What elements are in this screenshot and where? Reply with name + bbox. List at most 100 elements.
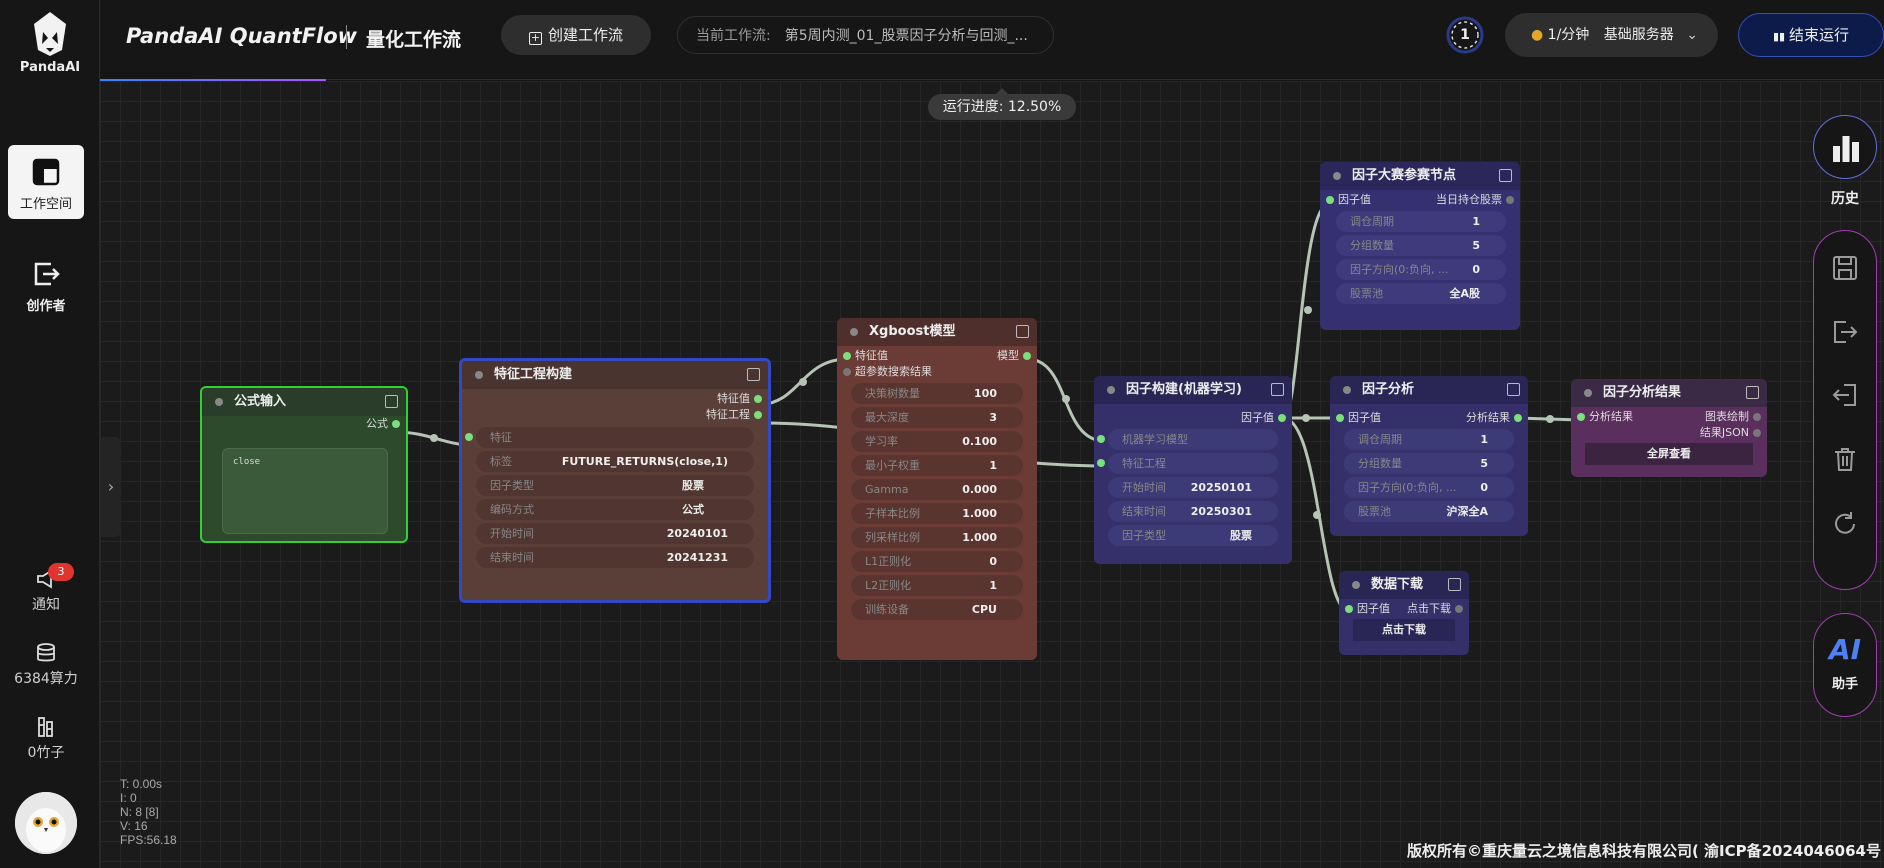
save-icon[interactable] — [1830, 253, 1860, 283]
input-slot-feature-engineering[interactable]: 特征工程 — [1097, 453, 1278, 474]
export-icon[interactable] — [1830, 317, 1860, 347]
input-slot-feature[interactable]: 特征 — [465, 427, 754, 448]
output-slot-factor-value[interactable]: 因子值 — [1094, 410, 1292, 426]
port-dot[interactable] — [1514, 414, 1522, 422]
field-stock-pool[interactable]: 股票池全A股 — [1336, 283, 1506, 304]
expand-panel-button[interactable]: › — [101, 437, 121, 537]
slot-row-factor-holdings[interactable]: 因子值 当日持仓股票 — [1320, 192, 1520, 208]
slot-row-result-chart[interactable]: 分析结果 图表绘制 — [1571, 409, 1767, 425]
ai-assistant-button[interactable] — [1813, 613, 1877, 717]
slot-label: 特征值 — [855, 349, 888, 362]
node-formula-input[interactable]: 公式输入 公式 close — [200, 386, 408, 543]
port-dot[interactable] — [1345, 605, 1353, 613]
edit-icon[interactable] — [1016, 325, 1029, 338]
edit-icon[interactable] — [1499, 169, 1512, 182]
refresh-icon[interactable] — [1830, 509, 1860, 539]
port-dot[interactable] — [1577, 413, 1585, 421]
port-dot[interactable] — [754, 411, 762, 419]
node-title: 数据下载 — [1339, 571, 1469, 599]
field-value: 0.000 — [962, 483, 997, 496]
port-dot[interactable] — [1455, 605, 1463, 613]
port-dot[interactable] — [1326, 196, 1334, 204]
field-factor-type[interactable]: 因子类型股票 — [1108, 525, 1278, 546]
server-select[interactable]: ● 1/分钟 基础服务器 ⌄ — [1505, 13, 1718, 57]
node-data-download[interactable]: 数据下载 因子值 点击下载 点击下载 — [1339, 571, 1469, 655]
port-dot[interactable] — [392, 420, 400, 428]
output-slot-result-json[interactable]: 结果JSON — [1571, 425, 1767, 441]
fullscreen-view-button[interactable]: 全屏查看 — [1585, 443, 1753, 465]
output-slot-feature-engineering[interactable]: 特征工程 — [462, 407, 768, 423]
trash-icon[interactable] — [1830, 444, 1860, 474]
slot-row-feature-model[interactable]: 特征值 模型 — [837, 348, 1037, 364]
slot-row-download[interactable]: 因子值 点击下载 — [1339, 601, 1469, 617]
port-dot[interactable] — [1023, 352, 1031, 360]
sidebar-item-bamboo[interactable]: 0竹子 — [0, 716, 92, 762]
port-dot[interactable] — [1753, 429, 1761, 437]
create-workflow-button[interactable]: +创建工作流 — [501, 15, 651, 55]
input-slot-ml-model[interactable]: 机器学习模型 — [1097, 429, 1278, 450]
sidebar-item-notify[interactable]: 3 通知 — [0, 563, 92, 614]
edit-icon[interactable] — [1448, 578, 1461, 591]
field-factor-direction[interactable]: 因子方向(0:负向, ...0 — [1344, 477, 1514, 498]
input-slot-hyperparam[interactable]: 超参数搜索结果 — [837, 364, 1037, 380]
port-dot[interactable] — [1097, 459, 1105, 467]
edit-icon[interactable] — [1746, 386, 1759, 399]
sidebar-item-creator[interactable]: 创作者 — [8, 247, 84, 321]
download-button[interactable]: 点击下载 — [1353, 619, 1455, 641]
logo[interactable]: PandaAI — [10, 10, 90, 80]
edit-icon[interactable] — [747, 368, 760, 381]
port-dot[interactable] — [1336, 414, 1344, 422]
port-dot[interactable] — [754, 395, 762, 403]
output-slot-feature-value[interactable]: 特征值 — [462, 391, 768, 407]
port-dot[interactable] — [1278, 414, 1286, 422]
edit-icon[interactable] — [385, 395, 398, 408]
field-factor-direction[interactable]: 因子方向(0:负向, ...0 — [1336, 259, 1506, 280]
history-button[interactable] — [1813, 115, 1877, 179]
avatar[interactable] — [15, 792, 77, 854]
edit-icon[interactable] — [1271, 383, 1284, 396]
port-dot[interactable] — [1506, 196, 1514, 204]
port-dot[interactable] — [465, 433, 473, 441]
field-encoding[interactable]: 编码方式公式 — [476, 499, 754, 520]
field-stock-pool[interactable]: 股票池沪深全A — [1344, 501, 1514, 522]
node-factor-analysis-result[interactable]: 因子分析结果 分析结果 图表绘制 结果JSON 全屏查看 — [1571, 379, 1767, 477]
import-icon[interactable] — [1830, 380, 1860, 410]
port-dot[interactable] — [843, 368, 851, 376]
stop-run-button[interactable]: ▮▮结束运行 — [1738, 13, 1884, 57]
port-dot[interactable] — [843, 352, 851, 360]
output-slot-formula[interactable]: 公式 — [202, 416, 406, 432]
formula-textarea[interactable]: close — [222, 448, 388, 534]
sidebar-item-workspace[interactable]: 工作空间 — [8, 145, 84, 219]
current-workflow[interactable]: 当前工作流:第5周内测_01_股票因子分析与回测_... — [677, 16, 1054, 54]
sidebar-item-compute[interactable]: 6384算力 — [0, 642, 92, 688]
port-dot[interactable] — [1753, 413, 1761, 421]
field-factor-type[interactable]: 因子类型股票 — [476, 475, 754, 496]
port-dot[interactable] — [1097, 435, 1105, 443]
slot-row-factor-result[interactable]: 因子值 分析结果 — [1330, 410, 1528, 426]
edit-icon[interactable] — [1507, 383, 1520, 396]
